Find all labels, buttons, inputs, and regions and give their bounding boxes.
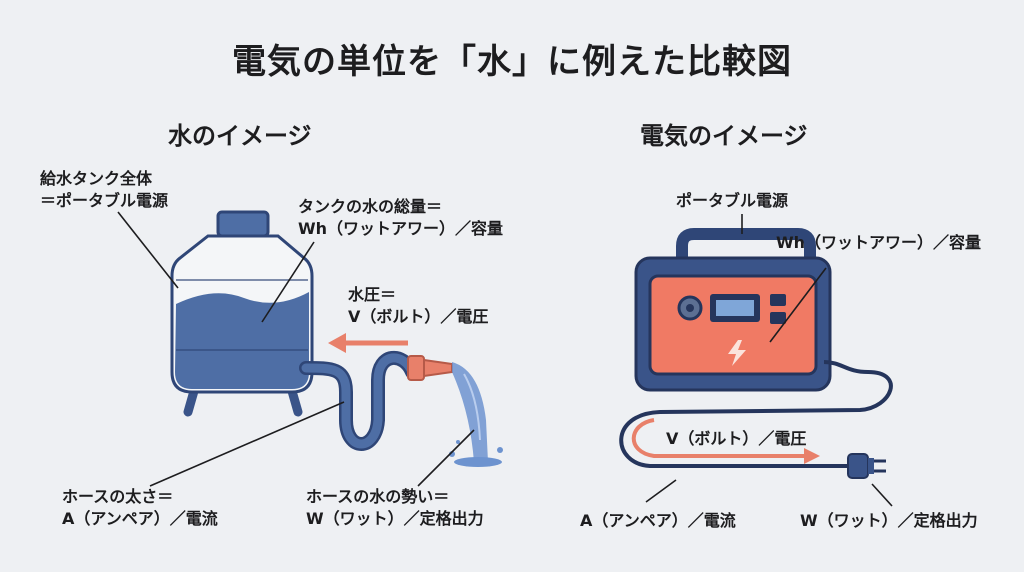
output-label: W（ワット）／定格出力	[800, 511, 978, 530]
current-flow-arrow-icon	[631, 418, 820, 464]
hose-nozzle-icon	[407, 355, 453, 381]
pressure-arrow-icon	[328, 333, 408, 353]
hose-icon	[301, 353, 417, 449]
water-stream-icon	[449, 362, 503, 467]
water-flow-label: ホースの水の勢い＝ W（ワット）／定格出力	[306, 487, 484, 528]
tank-label: 給水タンク全体 ＝ポータブル電源	[40, 169, 169, 210]
electric-capacity-label: Wh（ワットアワー）／容量	[776, 233, 982, 252]
voltage-label: V（ボルト）／電圧	[666, 429, 807, 448]
device-label: ポータブル電源	[676, 191, 789, 210]
water-tank-icon	[170, 210, 314, 417]
water-capacity-label: タンクの水の総量＝ Wh（ワットアワー）／容量	[298, 197, 504, 238]
hose-width-label: ホースの太さ＝ A（アンペア）／電流	[62, 487, 218, 528]
page-title: 電気の単位を「水」に例えた比較図	[232, 42, 792, 82]
water-pressure-label: 水圧＝ V（ボルト）／電圧	[348, 285, 489, 326]
portable-power-station-icon	[634, 228, 832, 392]
power-plug-icon	[847, 453, 886, 479]
power-cable	[619, 360, 893, 468]
current-label: A（アンペア）／電流	[580, 511, 736, 530]
electric-section-heading: 電気のイメージ	[640, 122, 808, 150]
water-section-heading: 水のイメージ	[168, 122, 312, 150]
